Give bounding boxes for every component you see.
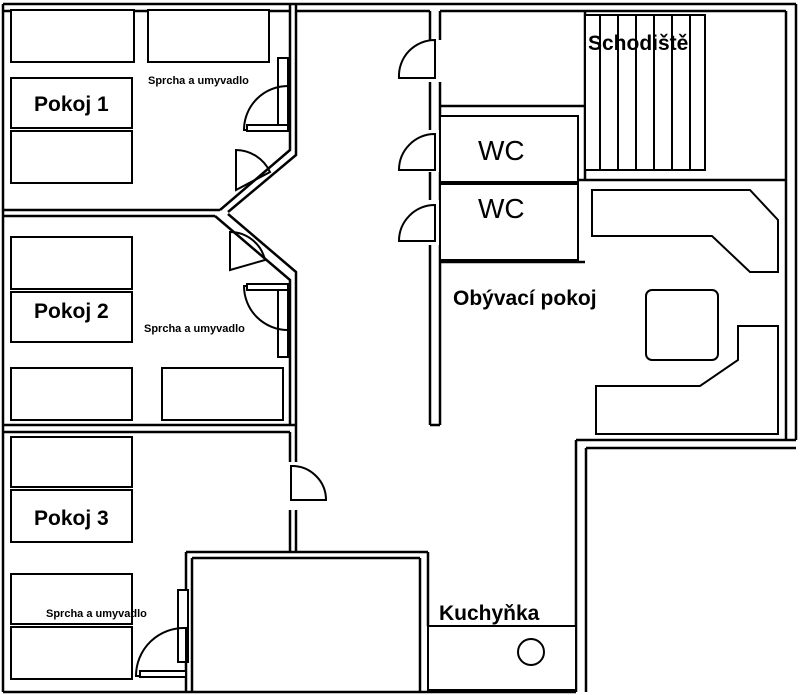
room-label-kuchynka: Kuchyňka	[439, 602, 540, 625]
room-label-pokoj1: Pokoj 1	[34, 93, 109, 116]
fixture-label-sprcha3: Sprcha a umyvadlo	[46, 608, 147, 620]
room-label-wc-upper: WC	[478, 135, 525, 166]
labels: Pokoj 1 Pokoj 2 Pokoj 3 Schodiště WC WC …	[34, 32, 688, 625]
room-label-obyvaci-pokoj: Obývací pokoj	[453, 287, 597, 310]
room-label-schodiste: Schodiště	[588, 32, 688, 55]
furniture	[10, 9, 779, 691]
wc-blocks	[439, 115, 579, 261]
shower-cabins	[134, 57, 289, 678]
room-label-pokoj2: Pokoj 2	[34, 300, 109, 323]
fixture-label-sprcha2: Sprcha a umyvadlo	[144, 323, 245, 335]
fixture-label-sprcha1: Sprcha a umyvadlo	[148, 75, 249, 87]
doors	[229, 38, 436, 501]
room-label-wc-lower: WC	[478, 193, 525, 224]
room-label-pokoj3: Pokoj 3	[34, 507, 109, 530]
stairs	[584, 14, 706, 171]
